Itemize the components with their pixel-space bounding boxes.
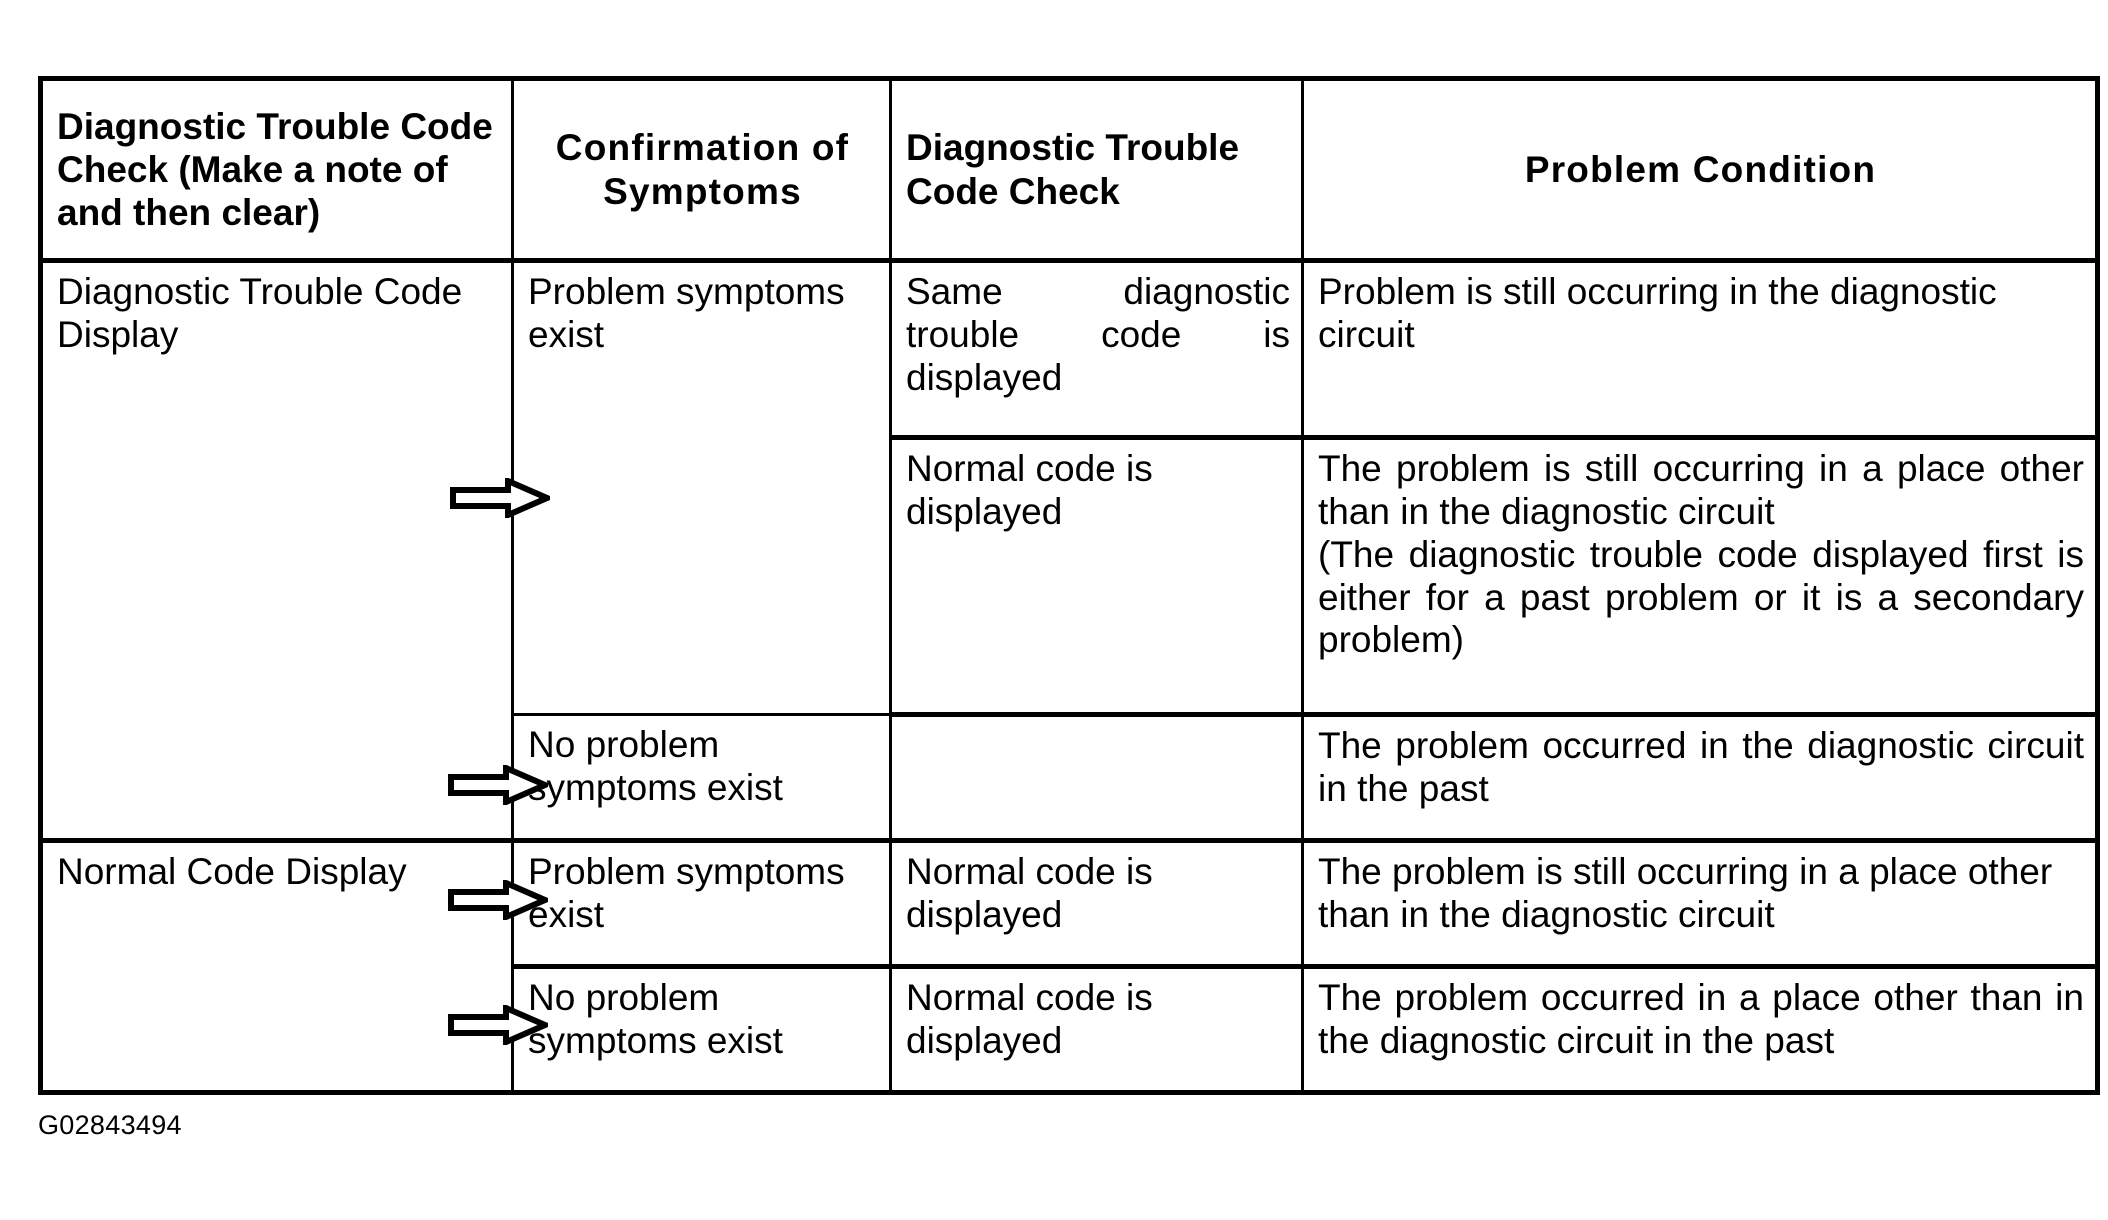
cell-confirmation-problem-exists-2: Problem symptoms exist [511, 838, 892, 970]
cell-dtc-recheck-normal-code-4: Normal code is displayed [889, 838, 1304, 970]
text-dtc-recheck-same-code: Same diagnostic trouble code is displaye… [906, 271, 1290, 399]
text-problem-condition-2: The problem is still occurring in a plac… [1304, 440, 2095, 671]
cell-dtc-recheck-normal-code-2: Normal code is displayed [889, 435, 1304, 718]
table-row: Normal Code Display Problem symptoms exi… [39, 838, 2099, 1094]
text-code-check-normal-display: Normal Code Display [57, 851, 407, 893]
cell-dtc-recheck-empty [889, 713, 1304, 844]
text-problem-condition-3: The problem occurred in the diagnostic c… [1318, 725, 2084, 810]
cell-problem-condition-3: The problem occurred in the diagnostic c… [1301, 713, 2099, 844]
text-dtc-recheck-normal-code-5: Normal code is displayed [906, 977, 1153, 1062]
text-confirmation-problem-exists-2: Problem symptoms exist [528, 851, 845, 936]
text-dtc-recheck-normal-code-2: Normal code is displayed [906, 447, 1153, 532]
text-problem-condition-5: The problem occurred in a place other th… [1318, 977, 2084, 1062]
table-row: Normal code is displayed The problem is … [41, 435, 2099, 718]
cell-confirmation-problem-exists: Problem symptoms exist [511, 259, 892, 717]
cell-dtc-recheck-same-code: Same diagnostic trouble code is displaye… [889, 259, 1304, 440]
table-row: No problem symptoms exist Normal code is… [41, 965, 2099, 1094]
text-problem-condition-2-line-b: (The diagnostic trouble code displayed f… [1318, 533, 2084, 661]
text-confirmation-no-problem-2: No problem symptoms exist [528, 977, 783, 1062]
diagnostic-trouble-code-table: Diagnostic Trouble Code Check (Make a no… [38, 76, 2100, 1095]
cell-code-check-dtc-display: Diagnostic Trouble Code Display [39, 259, 514, 843]
text-problem-condition-4: The problem is still occurring in a plac… [1318, 851, 2053, 936]
text-confirmation-no-problem-1: No problem symptoms exist [528, 724, 783, 809]
table-row: No problem symptoms exist The problem oc… [41, 713, 2099, 844]
header-label-problem-condition: Problem Condition [1524, 149, 1877, 191]
header-cell-confirmation: Confirmation of Symptoms [511, 76, 892, 264]
cell-problem-condition-1: Problem is still occurring in the diagno… [1301, 259, 2099, 440]
cell-problem-condition-2: The problem is still occurring in a plac… [1301, 435, 2099, 718]
table-row: Diagnostic Trouble Code Display Problem … [39, 259, 2099, 843]
cell-dtc-recheck-normal-code-5: Normal code is displayed [889, 965, 1304, 1094]
table-header-row: Diagnostic Trouble Code Check (Make a no… [39, 76, 2099, 264]
text-problem-condition-2-line-a: The problem is still occurring in a plac… [1318, 447, 2084, 532]
cell-code-check-normal-display: Normal Code Display [39, 838, 514, 1094]
cell-confirmation-no-problem-2: No problem symptoms exist [511, 965, 892, 1094]
header-label-dtc-recheck: Diagnostic Trouble Code Check [906, 127, 1240, 212]
text-confirmation-problem-exists: Problem symptoms exist [528, 271, 845, 356]
header-cell-code-check-clear: Diagnostic Trouble Code Check (Make a no… [39, 76, 514, 264]
cell-confirmation-no-problem-1: No problem symptoms exist [511, 713, 892, 844]
header-cell-dtc-recheck: Diagnostic Trouble Code Check [889, 76, 1304, 264]
text-problem-condition-1: Problem is still occurring in the diagno… [1318, 271, 1997, 356]
figure-code-label: G02843494 [38, 1110, 182, 1140]
header-label-confirmation: Confirmation of Symptoms [555, 127, 850, 212]
header-label-code-check-clear: Diagnostic Trouble Code Check (Make a no… [57, 105, 493, 234]
cell-problem-condition-5: The problem occurred in a place other th… [1301, 965, 2099, 1094]
text-dtc-recheck-normal-code-4: Normal code is displayed [906, 851, 1153, 936]
cell-problem-condition-4: The problem is still occurring in a plac… [1301, 838, 2099, 970]
header-cell-problem-condition: Problem Condition [1301, 76, 2099, 264]
text-code-check-dtc-display: Diagnostic Trouble Code Display [57, 271, 463, 356]
